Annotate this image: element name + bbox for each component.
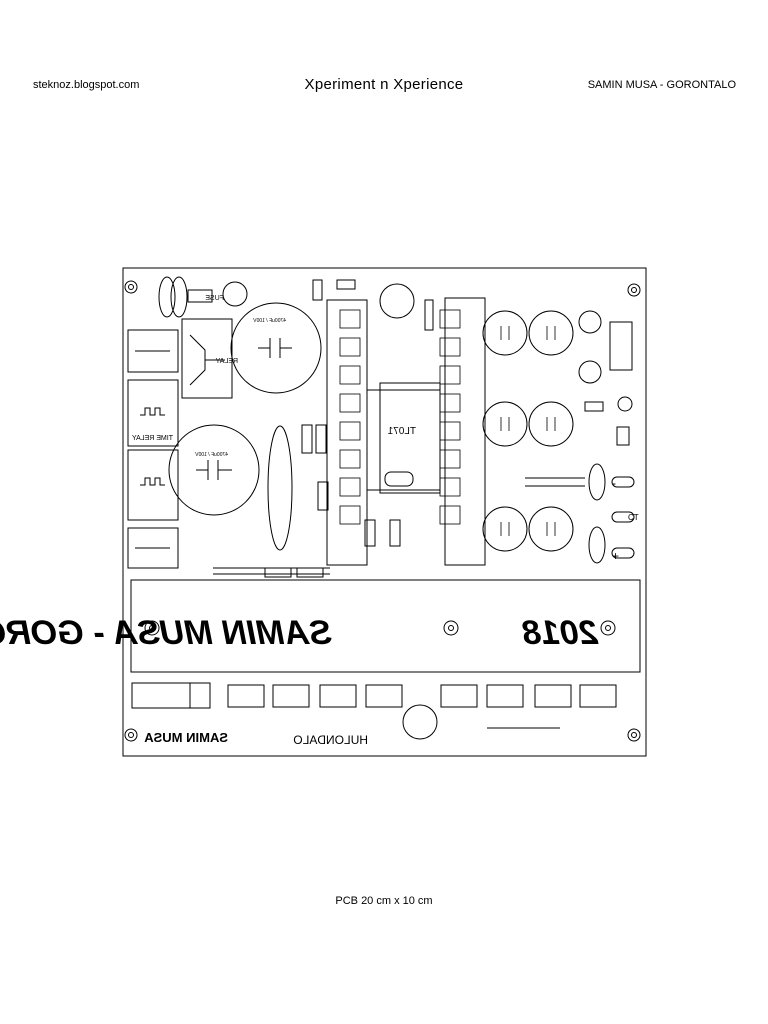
banner-box bbox=[130, 579, 641, 673]
cap-left-label-2: 4700uF / 100V bbox=[195, 452, 228, 458]
header-author: SAMIN MUSA - GORONTALO bbox=[587, 79, 736, 91]
terminal-ct: CT bbox=[628, 513, 639, 522]
filter-cap-right bbox=[482, 401, 528, 447]
mount-hole bbox=[144, 620, 160, 636]
header-title: Xperiment n Xperience bbox=[304, 76, 464, 93]
mount-hole bbox=[124, 280, 138, 294]
time-relay-box bbox=[127, 379, 179, 447]
banner-name-text: SAMIN MUSA - GORONTALO bbox=[0, 614, 332, 652]
signature-text: SAMIN MUSA bbox=[144, 730, 228, 745]
filter-cap-left-top bbox=[230, 302, 322, 394]
driver-ic-area bbox=[379, 382, 441, 494]
pcb-outline bbox=[122, 267, 647, 757]
heatsink-left bbox=[326, 299, 368, 566]
fuse bbox=[187, 289, 213, 303]
mount-hole bbox=[627, 728, 641, 742]
output-terminal bbox=[131, 682, 211, 709]
mount-hole bbox=[600, 620, 616, 636]
banner-year-text: 2018 bbox=[522, 614, 599, 652]
filter-cap-right bbox=[528, 401, 574, 447]
time-relay-label: TIME RELAY bbox=[132, 435, 173, 442]
terminal-minus: - bbox=[612, 476, 616, 490]
terminal-plus: + bbox=[612, 549, 619, 563]
filter-cap-right bbox=[482, 506, 528, 552]
ms-logo-top bbox=[379, 283, 415, 319]
time-relay-box-2 bbox=[127, 449, 179, 521]
regulator bbox=[609, 321, 633, 371]
city-text: HULONDALO bbox=[293, 733, 368, 747]
filter-cap-right bbox=[528, 310, 574, 356]
heatsink-right bbox=[444, 297, 486, 566]
left-cap-box-3 bbox=[127, 527, 179, 569]
header-site-url: steknoz.blogspot.com bbox=[33, 79, 140, 91]
mount-hole bbox=[627, 283, 641, 297]
filter-cap-left-bottom bbox=[168, 424, 260, 516]
filter-cap-right bbox=[482, 310, 528, 356]
footer-caption: PCB 20 cm x 10 cm bbox=[335, 895, 433, 907]
ic-label: TL071 bbox=[387, 426, 416, 437]
mount-hole bbox=[443, 620, 459, 636]
cap-left-label: 4700uF / 100V bbox=[253, 318, 286, 324]
fuse-label: FUSE bbox=[205, 295, 224, 302]
ms-logo-bottom bbox=[402, 704, 438, 740]
mount-hole bbox=[124, 728, 138, 742]
ceramic-resistor bbox=[267, 425, 293, 551]
left-cap-box bbox=[127, 329, 179, 373]
transistor-row bbox=[227, 684, 617, 708]
filter-cap-right bbox=[528, 506, 574, 552]
fuse-holder bbox=[158, 276, 176, 318]
relay-label: RELAY bbox=[215, 358, 238, 365]
bridge-symbol bbox=[222, 281, 248, 307]
